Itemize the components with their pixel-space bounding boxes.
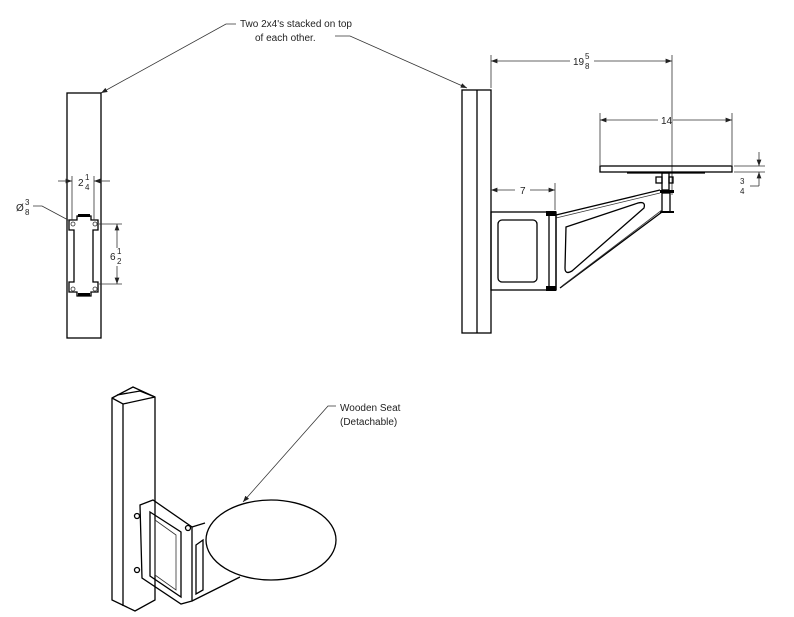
- dim-bracket-depth: 7: [520, 186, 526, 197]
- svg-text:6: 6: [110, 252, 116, 263]
- dim-overall-reach: 19 5 8: [573, 52, 590, 71]
- post-note-line1: Two 2x4's stacked on top: [240, 19, 352, 30]
- dim-hole-diameter: Ø 3 8: [16, 198, 30, 217]
- svg-text:Ø: Ø: [16, 203, 24, 214]
- svg-text:4: 4: [85, 183, 90, 192]
- svg-text:4: 4: [740, 187, 745, 196]
- dim-seat-width: 14: [661, 116, 673, 127]
- seat-note-line1: Wooden Seat: [340, 403, 401, 414]
- svg-text:19: 19: [573, 57, 585, 68]
- post-front: [66, 92, 102, 339]
- svg-text:5: 5: [585, 52, 590, 61]
- svg-text:3: 3: [25, 198, 30, 207]
- post-iso: [111, 386, 156, 612]
- seat-side: [599, 165, 733, 173]
- svg-text:8: 8: [585, 62, 590, 71]
- post-note-line2: of each other.: [255, 33, 316, 44]
- svg-text:2: 2: [78, 178, 84, 189]
- dim-hole-spacing: 6 1 2: [110, 247, 122, 266]
- post-note: Two 2x4's stacked on top of each other.: [100, 19, 468, 94]
- svg-text:2: 2: [117, 257, 122, 266]
- svg-text:1: 1: [117, 247, 122, 256]
- svg-text:1: 1: [85, 173, 90, 182]
- dim-seat-thickness: 3 4: [740, 177, 745, 196]
- wooden-seat-iso: [205, 499, 337, 581]
- bracket-plate: [490, 211, 557, 291]
- bracket-iso: [139, 499, 193, 605]
- isometric-view: Wooden Seat (Detachable): [111, 386, 401, 612]
- mount-bracket-front: [68, 215, 99, 297]
- bracket-arm-cutout: [564, 201, 646, 274]
- side-view: 19 5 8 14 3 4 7: [461, 52, 765, 334]
- seat-note-line2: (Detachable): [340, 417, 397, 428]
- svg-text:8: 8: [25, 208, 30, 217]
- front-view: 2 1 4 Ø 3 8 6 1 2: [16, 92, 122, 339]
- svg-text:3: 3: [740, 177, 745, 186]
- dim-bracket-width: 2 1 4: [78, 173, 90, 192]
